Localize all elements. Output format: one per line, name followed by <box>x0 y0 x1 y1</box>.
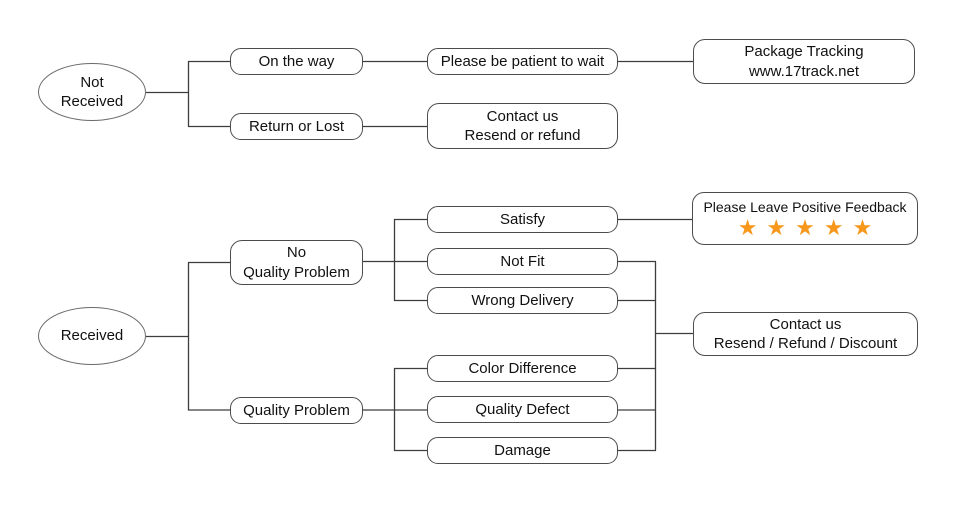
node-label: Contact us <box>486 107 559 125</box>
node-satisfy: Satisfy <box>427 206 618 233</box>
node-label: Please be patient to wait <box>440 52 605 70</box>
node-label: Package Tracking <box>744 43 864 60</box>
node-label: Quality Defect <box>475 400 570 418</box>
node-positive-feedback: Please Leave Positive Feedback ★★★★★ <box>692 192 918 245</box>
node-label: Not Fit <box>500 252 545 270</box>
node-label: On the way <box>258 52 335 70</box>
node-label: Quality Problem <box>243 263 350 281</box>
node-not-fit: Not Fit <box>427 248 618 275</box>
node-package-tracking: Package Tracking www.17track.net <box>693 39 915 84</box>
node-label: No <box>286 244 307 261</box>
node-label: Wrong Delivery <box>471 291 574 309</box>
node-please-be-patient: Please be patient to wait <box>427 48 618 75</box>
node-no-quality-problem: No Quality Problem <box>230 240 363 285</box>
node-label: Resend or refund <box>464 127 581 144</box>
node-label: Received <box>60 93 124 110</box>
five-star-rating-icon: ★★★★★ <box>737 215 882 241</box>
node-quality-problem: Quality Problem <box>230 397 363 424</box>
node-wrong-delivery: Wrong Delivery <box>427 287 618 314</box>
node-label: Satisfy <box>499 210 545 228</box>
node-label: Contact us <box>769 315 842 333</box>
node-return-or-lost: Return or Lost <box>230 113 363 140</box>
node-contact-discount: Contact us Resend / Refund / Discount <box>693 312 918 356</box>
tracking-url: www.17track.net <box>748 62 860 80</box>
node-label: Quality Problem <box>243 401 350 419</box>
node-not-received: Not Received <box>38 63 146 121</box>
node-color-difference: Color Difference <box>427 355 618 382</box>
node-label: Color Difference <box>468 359 577 377</box>
node-label: Received <box>60 327 124 345</box>
node-label: Resend / Refund / Discount <box>713 335 898 352</box>
node-contact-resend-refund: Contact us Resend or refund <box>427 103 618 149</box>
node-label: Please Leave Positive Feedback <box>703 198 907 215</box>
node-received: Received <box>38 307 146 365</box>
connector-group-not-received <box>146 60 693 128</box>
node-quality-defect: Quality Defect <box>427 396 618 423</box>
node-damage: Damage <box>427 437 618 464</box>
node-on-the-way: On the way <box>230 48 363 75</box>
node-label: Damage <box>494 441 551 459</box>
node-label: Return or Lost <box>248 117 345 135</box>
node-label: Not <box>80 73 104 91</box>
connector-group-received <box>146 218 693 452</box>
